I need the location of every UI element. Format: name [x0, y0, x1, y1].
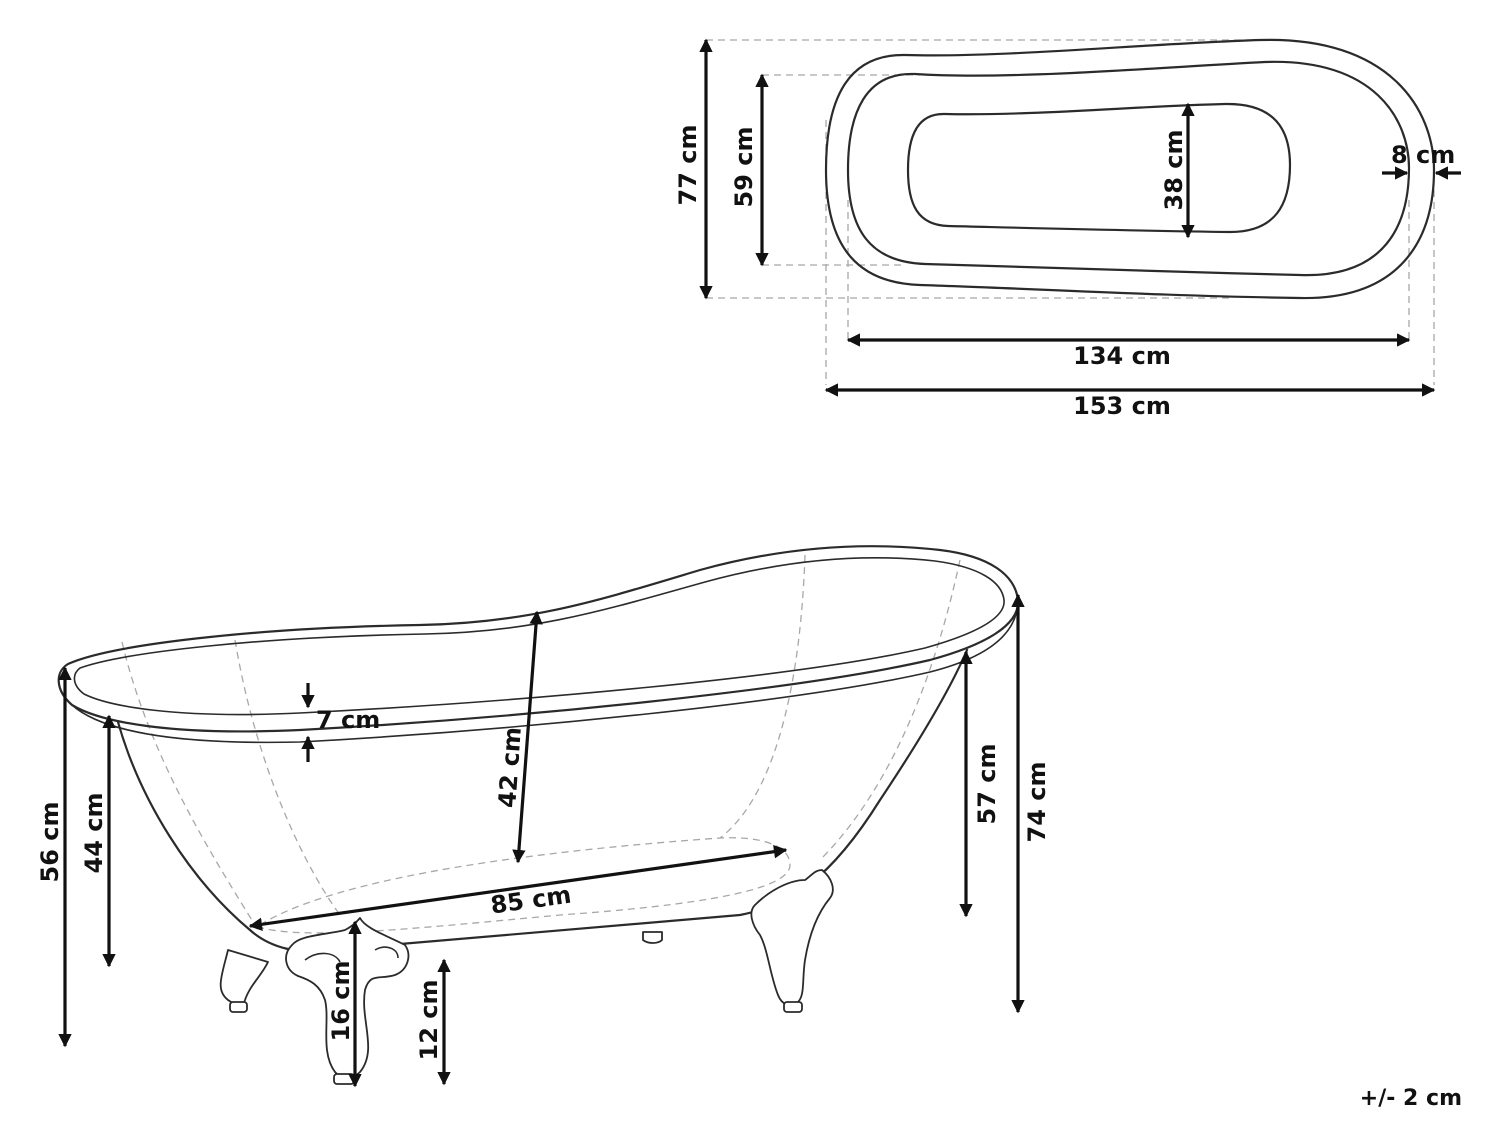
- dim-label-77cm: 77 cm: [674, 125, 702, 206]
- dim-label-42cm: 42 cm: [493, 726, 527, 809]
- side-view-rim-outer: [57, 545, 1020, 733]
- dim-line-42cm: [512, 610, 543, 864]
- dim-line-85cm: [248, 845, 788, 931]
- top-view-outer-rim: [824, 38, 1436, 300]
- tolerance-note: +/- 2 cm: [1360, 1086, 1462, 1111]
- dim-label-7cm: 7 cm: [316, 706, 380, 734]
- top-view-inner-rim: [846, 60, 1411, 277]
- dim-label-56cm: 56 cm: [36, 802, 64, 883]
- dim-label-44cm: 44 cm: [80, 793, 108, 874]
- dim-label-12cm: 12 cm: [415, 980, 443, 1061]
- dim-label-8cm: 8 cm: [1391, 141, 1455, 169]
- dim-label-153cm: 153 cm: [1073, 392, 1171, 420]
- claw-foot-back-center: [642, 931, 663, 944]
- dim-label-59cm: 59 cm: [730, 127, 758, 208]
- claw-foot-back-right: [750, 869, 834, 1013]
- dim-label-57cm: 57 cm: [973, 744, 1001, 825]
- dim-label-16cm: 16 cm: [327, 961, 355, 1042]
- claw-foot-front-left: [219, 949, 269, 1013]
- side-view-rim-inner: [73, 557, 1005, 716]
- side-view: 56 cm 44 cm 7 cm 42 cm 85 cm 16 cm 12 cm…: [36, 545, 1051, 1088]
- top-view-basin: [906, 102, 1292, 234]
- dim-label-85cm: 85 cm: [489, 881, 573, 920]
- dim-label-74cm: 74 cm: [1023, 762, 1051, 843]
- dim-label-134cm: 134 cm: [1073, 342, 1171, 370]
- top-view: 77 cm 59 cm 38 cm 8 cm 134 cm 153 cm: [674, 38, 1461, 420]
- dim-label-38cm: 38 cm: [1160, 130, 1188, 211]
